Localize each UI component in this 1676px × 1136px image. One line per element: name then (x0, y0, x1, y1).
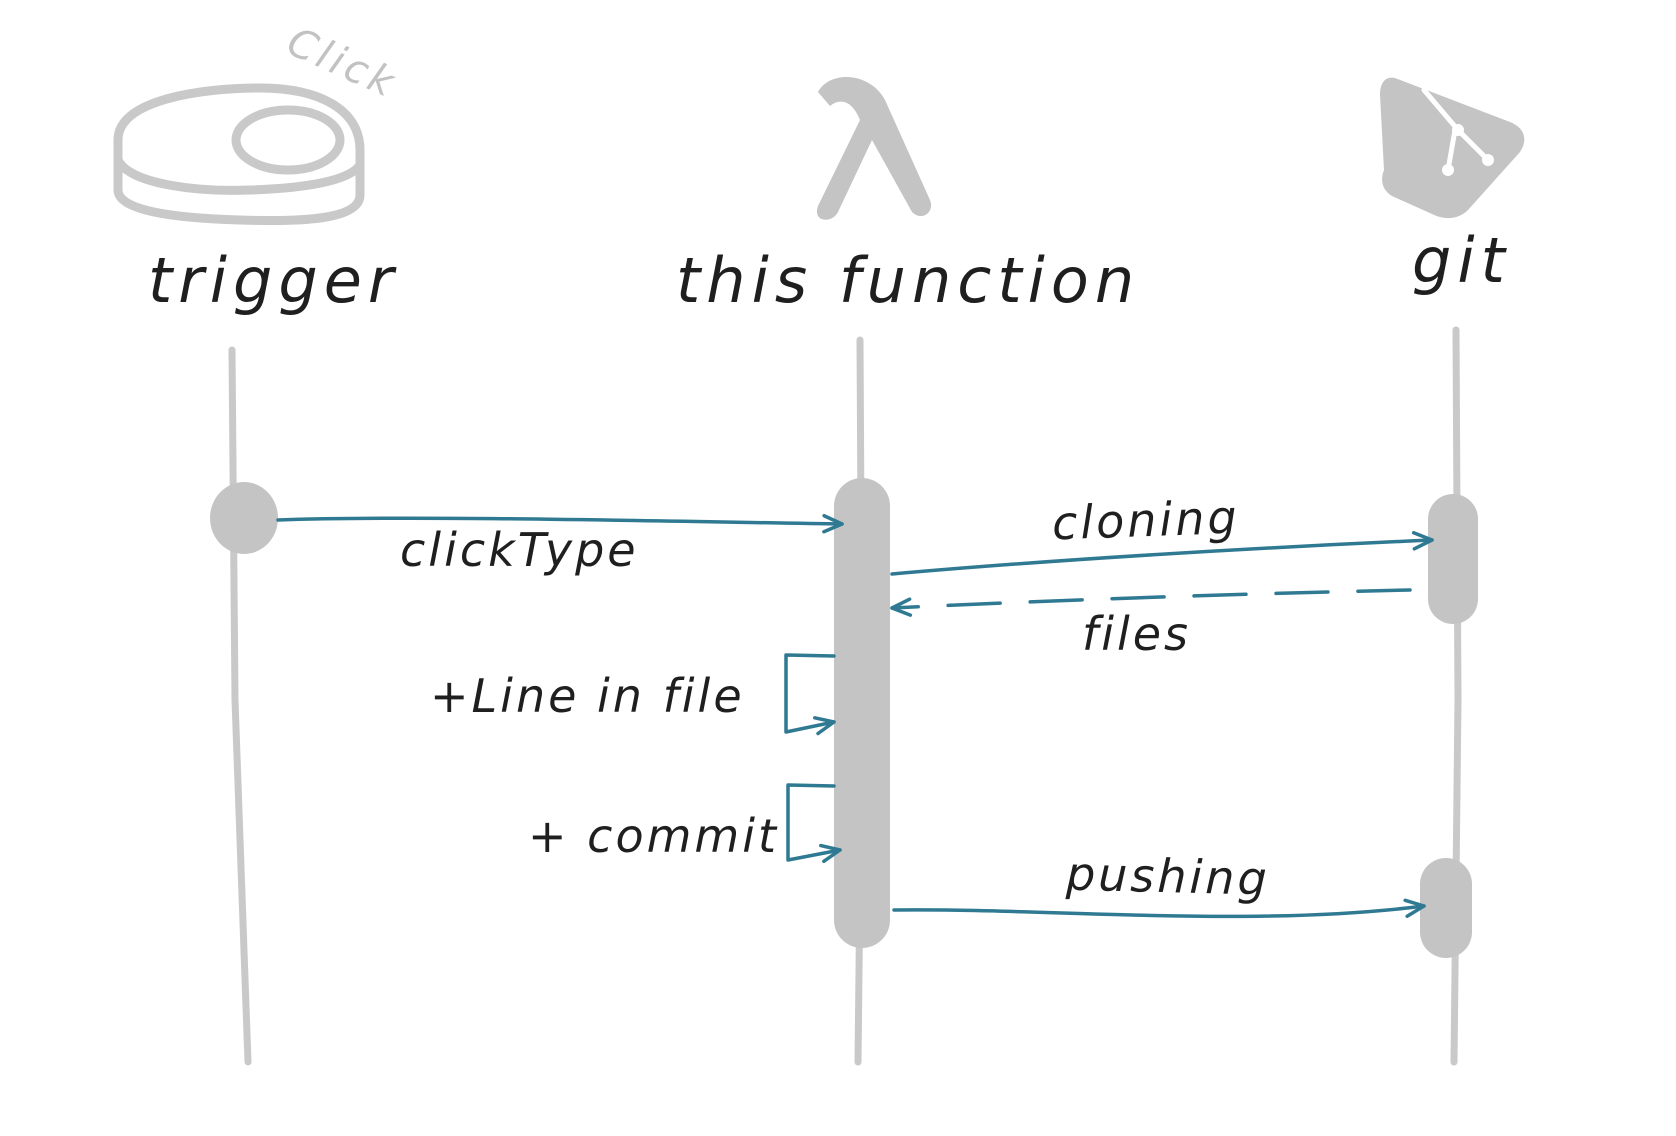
git-push-activation (1420, 858, 1472, 958)
files-label: files (1082, 607, 1191, 661)
cloning-arrow (890, 531, 1434, 576)
trigger-lifeline (228, 346, 252, 1066)
git-clone-activation (1428, 494, 1478, 624)
trigger-activation (210, 482, 278, 554)
line-in-file-arrow (784, 653, 836, 736)
pushing-arrow (892, 898, 1426, 919)
click-type-label: clickType (400, 523, 639, 577)
trigger-label: trigger (148, 244, 399, 317)
button-icon (113, 83, 365, 226)
git-icon (1380, 77, 1525, 219)
function-activation (834, 478, 890, 948)
function-label: this function (676, 244, 1140, 317)
commit-label: + commit (528, 809, 779, 863)
files-arrow (890, 588, 1412, 617)
cloning-label: cloning (1051, 490, 1240, 551)
git-label: git (1412, 224, 1511, 297)
line-in-file-label: +Line in file (430, 669, 745, 723)
lambda-icon (816, 77, 932, 220)
pushing-label: pushing (1064, 847, 1270, 906)
click-type-arrow (276, 513, 844, 534)
commit-arrow (786, 783, 842, 864)
